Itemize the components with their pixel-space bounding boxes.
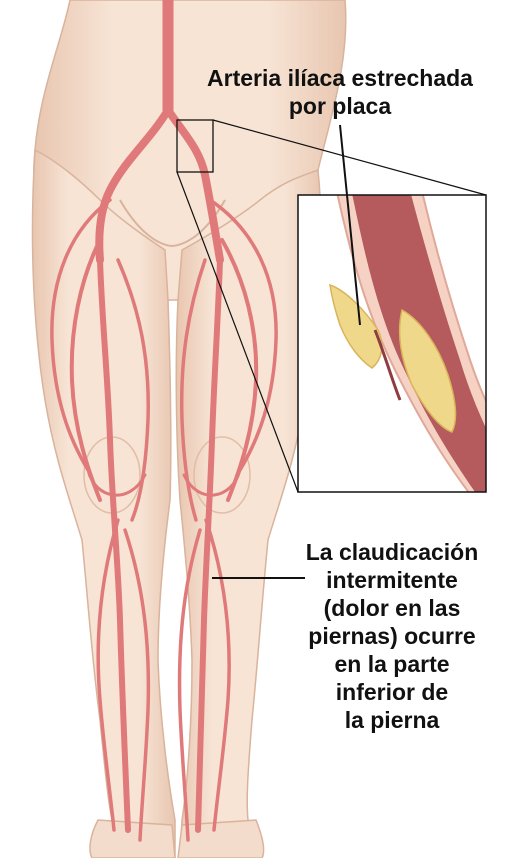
right-foot	[178, 820, 264, 858]
claudication-line-6: inferior de	[282, 678, 502, 706]
claudication-line-4: piernas) ocurre	[282, 622, 502, 650]
claudication-line-7: la pierna	[282, 706, 502, 734]
claudication-line-2: intermitente	[282, 566, 502, 594]
left-foot	[90, 820, 175, 858]
iliac-artery-label: Arteria ilíaca estrechada por placa	[180, 64, 500, 120]
iliac-label-line-1: Arteria ilíaca estrechada	[180, 64, 500, 92]
claudication-line-5: en la parte	[282, 650, 502, 678]
plaque-inset	[298, 160, 505, 520]
claudication-line-3: (dolor en las	[282, 594, 502, 622]
iliac-label-line-2: por placa	[180, 92, 500, 120]
claudication-line-1: La claudicación	[282, 538, 502, 566]
claudication-label: La claudicación intermitente (dolor en l…	[282, 538, 502, 734]
